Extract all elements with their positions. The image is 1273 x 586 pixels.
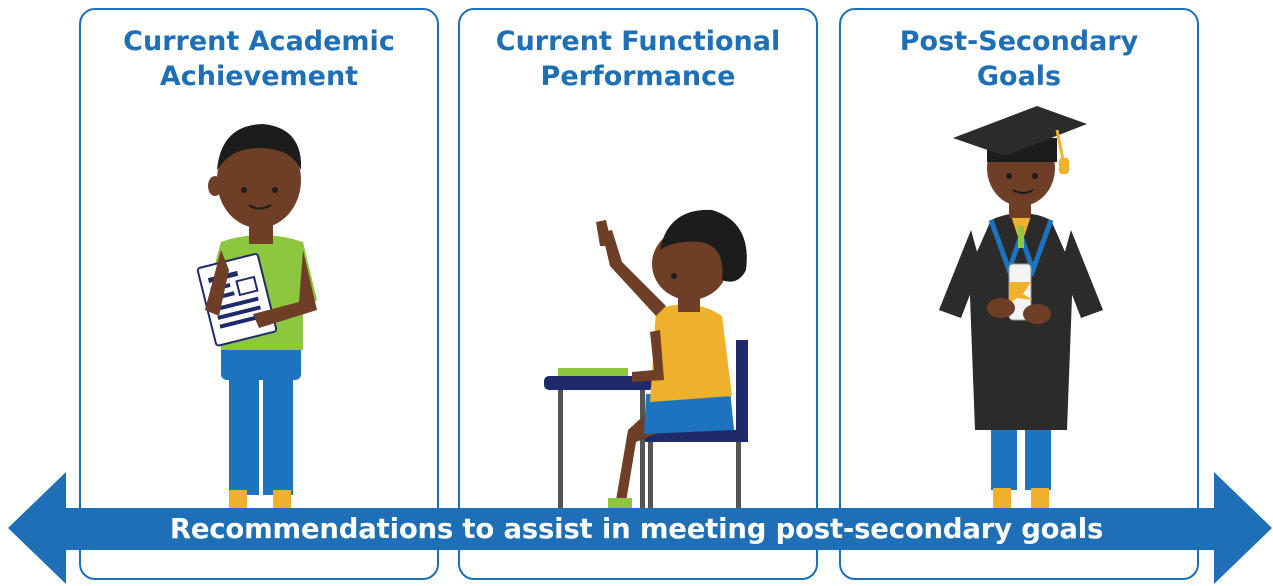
panel-title: Post-Secondary Goals [841,24,1197,94]
panel-title-line1: Current Functional [495,26,781,57]
panel-functional-performance: Current Functional Performance [458,8,818,580]
panel-post-secondary-goals: Post-Secondary Goals [839,8,1199,580]
graduate-in-cap-and-gown-illustration [939,106,1103,510]
panel-title-line2: Performance [540,61,736,92]
panel-title: Current Academic Achievement [81,24,437,94]
student-holding-report-illustration [196,124,317,510]
panel-academic-achievement: Current Academic Achievement [79,8,439,580]
panel-title-line2: Goals [976,61,1062,92]
panel-title: Current Functional Performance [460,24,816,94]
panel-title-line2: Achievement [159,61,359,92]
student-raising-hand-at-desk-illustration [544,209,748,510]
panel-title-line1: Current Academic [123,26,395,57]
arrow-label: Recommendations to assist in meeting pos… [169,513,1104,545]
panel-title-line1: Post-Secondary [899,26,1139,57]
